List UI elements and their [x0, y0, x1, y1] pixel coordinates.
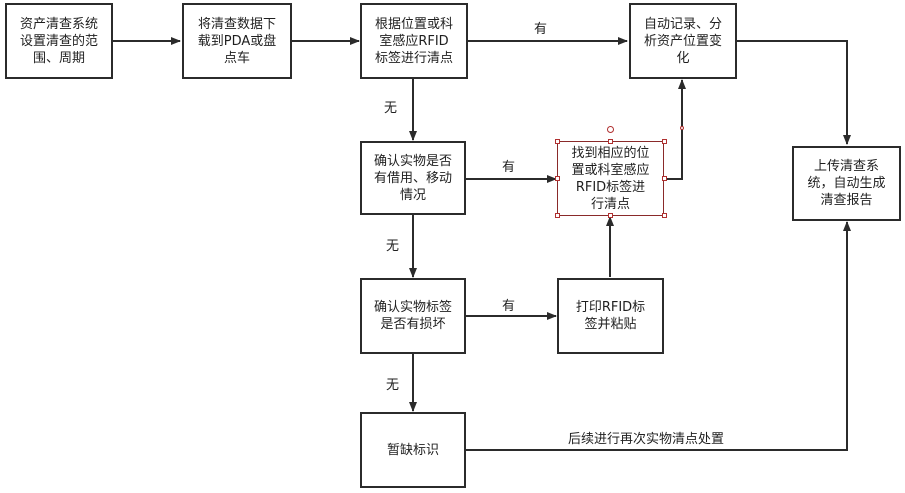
rotate-handle[interactable] — [607, 126, 614, 133]
node-scan[interactable]: 根据位置或科 室感应RFID 标签进行清点 — [360, 3, 468, 79]
edge-label-follow-up: 后续进行再次实物清点处置 — [568, 432, 725, 447]
resize-handle-se[interactable] — [662, 213, 667, 218]
node-temp-missing[interactable]: 暂缺标识 — [360, 412, 466, 488]
edge-label-yes-low: 有 — [502, 299, 516, 314]
resize-handle-s[interactable] — [608, 213, 613, 218]
resize-handle-n[interactable] — [608, 139, 613, 144]
resize-handle-e[interactable] — [662, 176, 667, 181]
edge-label-no-2: 无 — [386, 239, 400, 254]
edge-label-no-3: 无 — [386, 378, 400, 393]
node-print-tag[interactable]: 打印RFID标 签并粘贴 — [557, 278, 664, 354]
node-upload[interactable]: 上传清查系 统，自动生成 清查报告 — [792, 146, 901, 221]
edge-label-yes-mid: 有 — [502, 160, 516, 175]
node-check-tag[interactable]: 确认实物标签 是否有损坏 — [360, 278, 466, 354]
node-check-borrow[interactable]: 确认实物是否 有借用、移动 情况 — [360, 141, 466, 215]
edge-label-no-1: 无 — [384, 101, 398, 116]
edge-record-to-upload — [737, 40, 851, 145]
node-auto-record[interactable]: 自动记录、分 析资产位置变 化 — [629, 3, 737, 79]
connector-point[interactable] — [680, 126, 684, 130]
resize-handle-ne[interactable] — [662, 139, 667, 144]
node-set-scope[interactable]: 资产清查系统 设置清查的范 围、周期 — [5, 3, 113, 79]
node-download[interactable]: 将清查数据下 载到PDA或盘 点车 — [182, 3, 292, 79]
edge-missing-to-upload — [466, 221, 851, 451]
resize-handle-w[interactable] — [555, 176, 560, 181]
node-find-location[interactable]: 找到相应的位 置或科室感应 RFID标签进 行清点 — [557, 141, 664, 216]
resize-handle-sw[interactable] — [555, 213, 560, 218]
edge-find-to-record — [664, 79, 686, 180]
resize-handle-nw[interactable] — [555, 139, 560, 144]
edge-label-yes-top: 有 — [534, 22, 548, 37]
